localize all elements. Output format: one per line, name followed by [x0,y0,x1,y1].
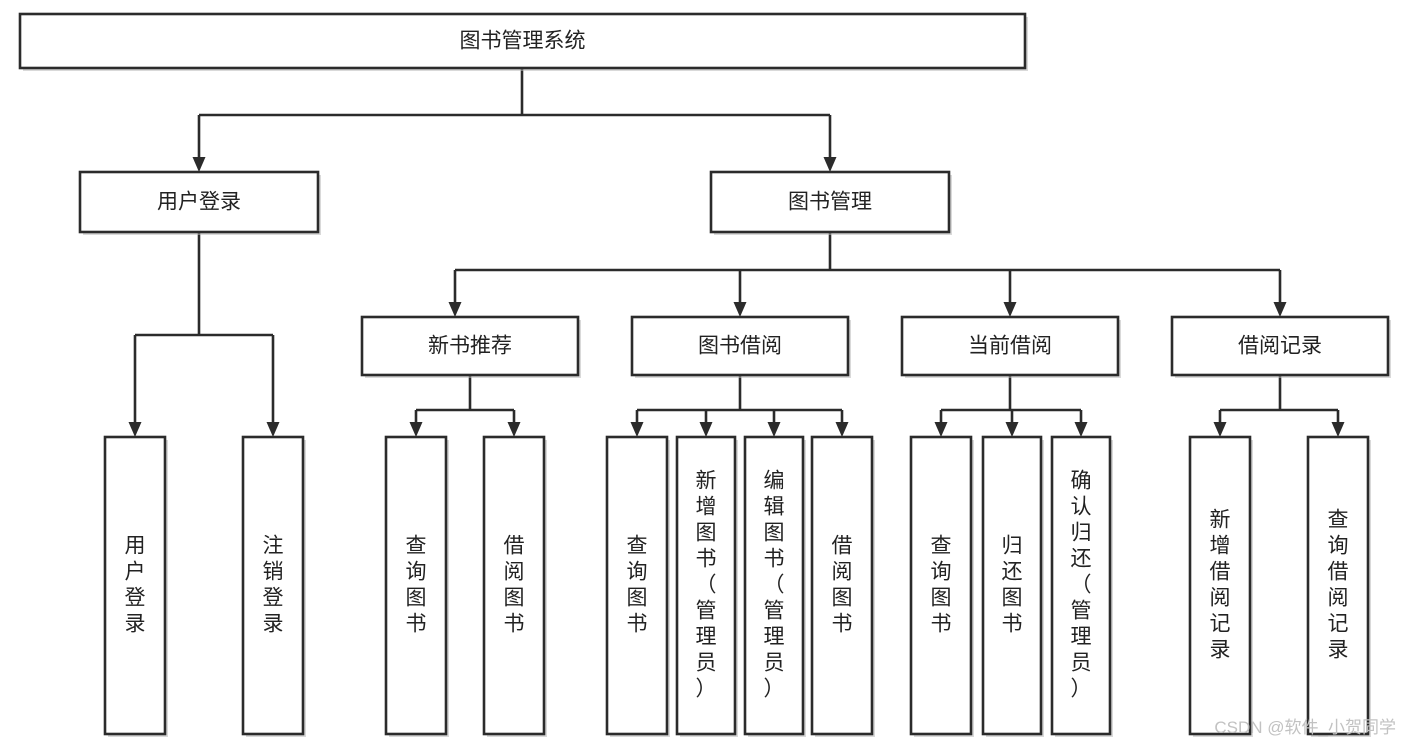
connector-book-management-to-level3 [448,232,1287,317]
bracket-glyph: ） [696,678,717,701]
node-box[interactable] [605,435,669,736]
node-label: 用户登录 [125,535,146,636]
node-label: 查询借阅记录 [1328,509,1349,662]
arrow-head-icon [128,422,142,437]
connector-recommend-to-leaves [409,375,521,437]
arrow-head-icon [630,422,644,437]
arrow-head-icon [266,422,280,437]
node-label: 图书管理 [788,191,872,214]
node-box[interactable] [1306,435,1370,736]
node-label: 借阅记录 [1238,335,1322,358]
arrow-head-icon [409,422,423,437]
connector-current-to-leaves [934,375,1088,437]
node-box[interactable] [1188,435,1252,736]
node-box[interactable] [981,435,1043,736]
node-label: 图书管理系统 [460,30,586,53]
node-label: 编辑图书（管理员） [764,470,785,701]
connector-user-login-to-leaves [128,232,280,437]
node-book-borrow[interactable]: 图书借阅 [630,315,851,378]
watermark-layer: CSDN @软件_小贺同学 [1214,718,1396,737]
node-label: 图书借阅 [698,335,782,358]
node-label: 查询图书 [406,535,427,636]
node-box[interactable] [900,315,1120,377]
bracket-glyph: （ [1071,574,1092,597]
node-label: 新增图书（管理员） [696,470,717,701]
node-leaf-current-confirm-return[interactable]: 确认归还（管理员） [1050,435,1113,737]
node-leaf-borrow-edit-book[interactable]: 编辑图书（管理员） [743,435,806,737]
node-box[interactable] [909,435,973,736]
arrow-head-icon [1003,302,1017,317]
node-leaf-recommend-borrow-book[interactable]: 借阅图书 [482,435,547,737]
node-leaf-borrow-query-book[interactable]: 查询图书 [605,435,670,737]
arrow-head-icon [1213,422,1227,437]
csdn-watermark: CSDN @软件_小贺同学 [1214,718,1396,737]
node-borrow-records[interactable]: 借阅记录 [1170,315,1391,378]
node-current-borrow[interactable]: 当前借阅 [900,315,1121,378]
node-label: 新书推荐 [428,335,512,358]
node-leaf-borrow-borrow-book[interactable]: 借阅图书 [810,435,875,737]
node-box[interactable] [1170,315,1390,377]
arrow-head-icon [507,422,521,437]
node-new-book-recommend[interactable]: 新书推荐 [360,315,581,378]
arrow-head-icon [699,422,713,437]
arrow-head-icon [823,157,837,172]
connectors-layer [128,68,1345,437]
bracket-glyph: （ [764,574,785,597]
node-label: 确认归还（管理员） [1071,470,1092,701]
arrow-head-icon [1273,302,1287,317]
arrow-head-icon [733,302,747,317]
bracket-glyph: ） [764,678,785,701]
node-label: 当前借阅 [968,335,1052,358]
node-label: 新增借阅记录 [1210,509,1231,662]
arrow-head-icon [448,302,462,317]
node-leaf-records-add-record[interactable]: 新增借阅记录 [1188,435,1253,737]
node-root[interactable]: 图书管理系统 [18,12,1028,71]
node-label: 借阅图书 [504,535,525,636]
arrow-head-icon [934,422,948,437]
node-box[interactable] [482,435,546,736]
node-leaf-recommend-query-book[interactable]: 查询图书 [384,435,449,737]
node-user-login[interactable]: 用户登录 [78,170,321,235]
node-book-management[interactable]: 图书管理 [709,170,952,235]
node-box[interactable] [675,435,737,736]
node-leaf-user-login[interactable]: 用户登录 [103,435,168,737]
node-box[interactable] [630,315,850,377]
node-label: 借阅图书 [832,535,853,636]
connector-borrow-to-leaves [630,375,849,437]
arrow-head-icon [1331,422,1345,437]
node-box[interactable] [103,435,167,736]
node-leaf-current-return-book[interactable]: 归还图书 [981,435,1044,737]
connector-root-to-level2 [192,68,837,172]
node-box[interactable] [78,170,320,234]
node-box[interactable] [709,170,951,234]
node-box[interactable] [1050,435,1112,736]
node-leaf-user-logout[interactable]: 注销登录 [241,435,306,737]
nodes-layer: 图书管理系统用户登录图书管理新书推荐图书借阅当前借阅借阅记录用户登录注销登录查询… [18,12,1391,737]
node-box[interactable] [384,435,448,736]
node-box[interactable] [743,435,805,736]
node-box[interactable] [810,435,874,736]
node-leaf-records-query-record[interactable]: 查询借阅记录 [1306,435,1371,737]
node-box[interactable] [18,12,1027,70]
node-leaf-borrow-add-book[interactable]: 新增图书（管理员） [675,435,738,737]
arrow-head-icon [192,157,206,172]
bracket-glyph: ） [1071,678,1092,701]
node-leaf-current-query-book[interactable]: 查询图书 [909,435,974,737]
arrow-head-icon [1074,422,1088,437]
node-label: 查询图书 [627,535,648,636]
node-label: 查询图书 [931,535,952,636]
node-label: 用户登录 [157,191,241,214]
node-label: 注销登录 [263,535,284,636]
arrow-head-icon [835,422,849,437]
node-label: 归还图书 [1002,535,1023,636]
arrow-head-icon [1005,422,1019,437]
arrow-head-icon [767,422,781,437]
node-box[interactable] [360,315,580,377]
node-box[interactable] [241,435,305,736]
bracket-glyph: （ [696,574,717,597]
connector-records-to-leaves [1213,375,1345,437]
